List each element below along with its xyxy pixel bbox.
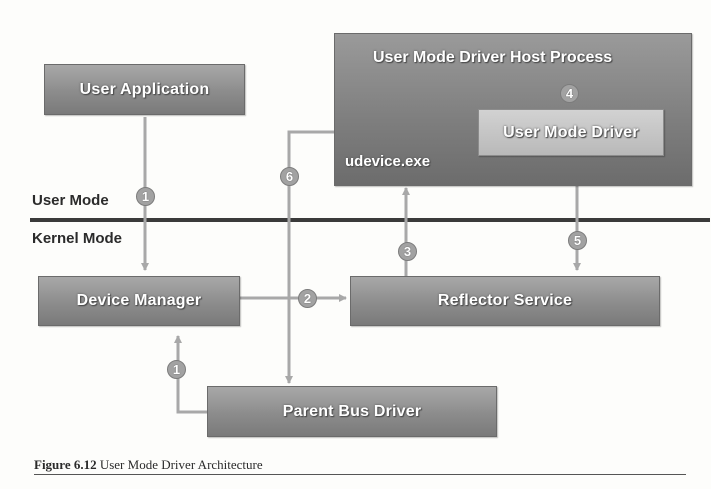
step-badge-host-to-bus: 6 — [280, 167, 299, 186]
figure-number: Figure 6.12 — [34, 457, 97, 472]
figure-title: User Mode Driver Architecture — [96, 457, 263, 472]
mode-divider — [30, 218, 710, 222]
arrow-host-to-bus — [285, 130, 336, 384]
reflector-service-label: Reflector Service — [437, 292, 573, 309]
user-mode-driver-label: User Mode Driver — [503, 123, 639, 141]
host-executable-label: udevice.exe — [345, 153, 431, 170]
device-manager-box: Device Manager — [38, 276, 240, 326]
reflector-service-box: Reflector Service — [350, 276, 660, 326]
figure-caption: Figure 6.12 User Mode Driver Architectur… — [34, 457, 263, 473]
kernel-mode-label: Kernel Mode — [32, 230, 123, 247]
step-badge-bus-to-manager: 1 — [167, 360, 186, 379]
host-process-title: User Mode Driver Host Process — [373, 49, 613, 66]
device-manager-label: Device Manager — [76, 292, 202, 309]
parent-bus-driver-label: Parent Bus Driver — [282, 402, 422, 420]
step-badge-reflector-to-host: 3 — [398, 242, 417, 261]
user-application-box: User Application — [44, 64, 245, 115]
user-application-label: User Application — [79, 80, 210, 98]
user-mode-driver-box: User Mode Driver — [478, 109, 664, 156]
user-mode-label: User Mode — [32, 192, 109, 209]
step-badge-manager-to-reflector: 2 — [298, 289, 317, 308]
parent-bus-driver-box: Parent Bus Driver — [207, 386, 497, 437]
step-badge-host-driver: 4 — [560, 84, 579, 103]
caption-rule — [34, 474, 686, 475]
step-badge-app-to-manager: 1 — [136, 187, 155, 206]
step-badge-driver-to-reflector: 5 — [568, 231, 587, 250]
